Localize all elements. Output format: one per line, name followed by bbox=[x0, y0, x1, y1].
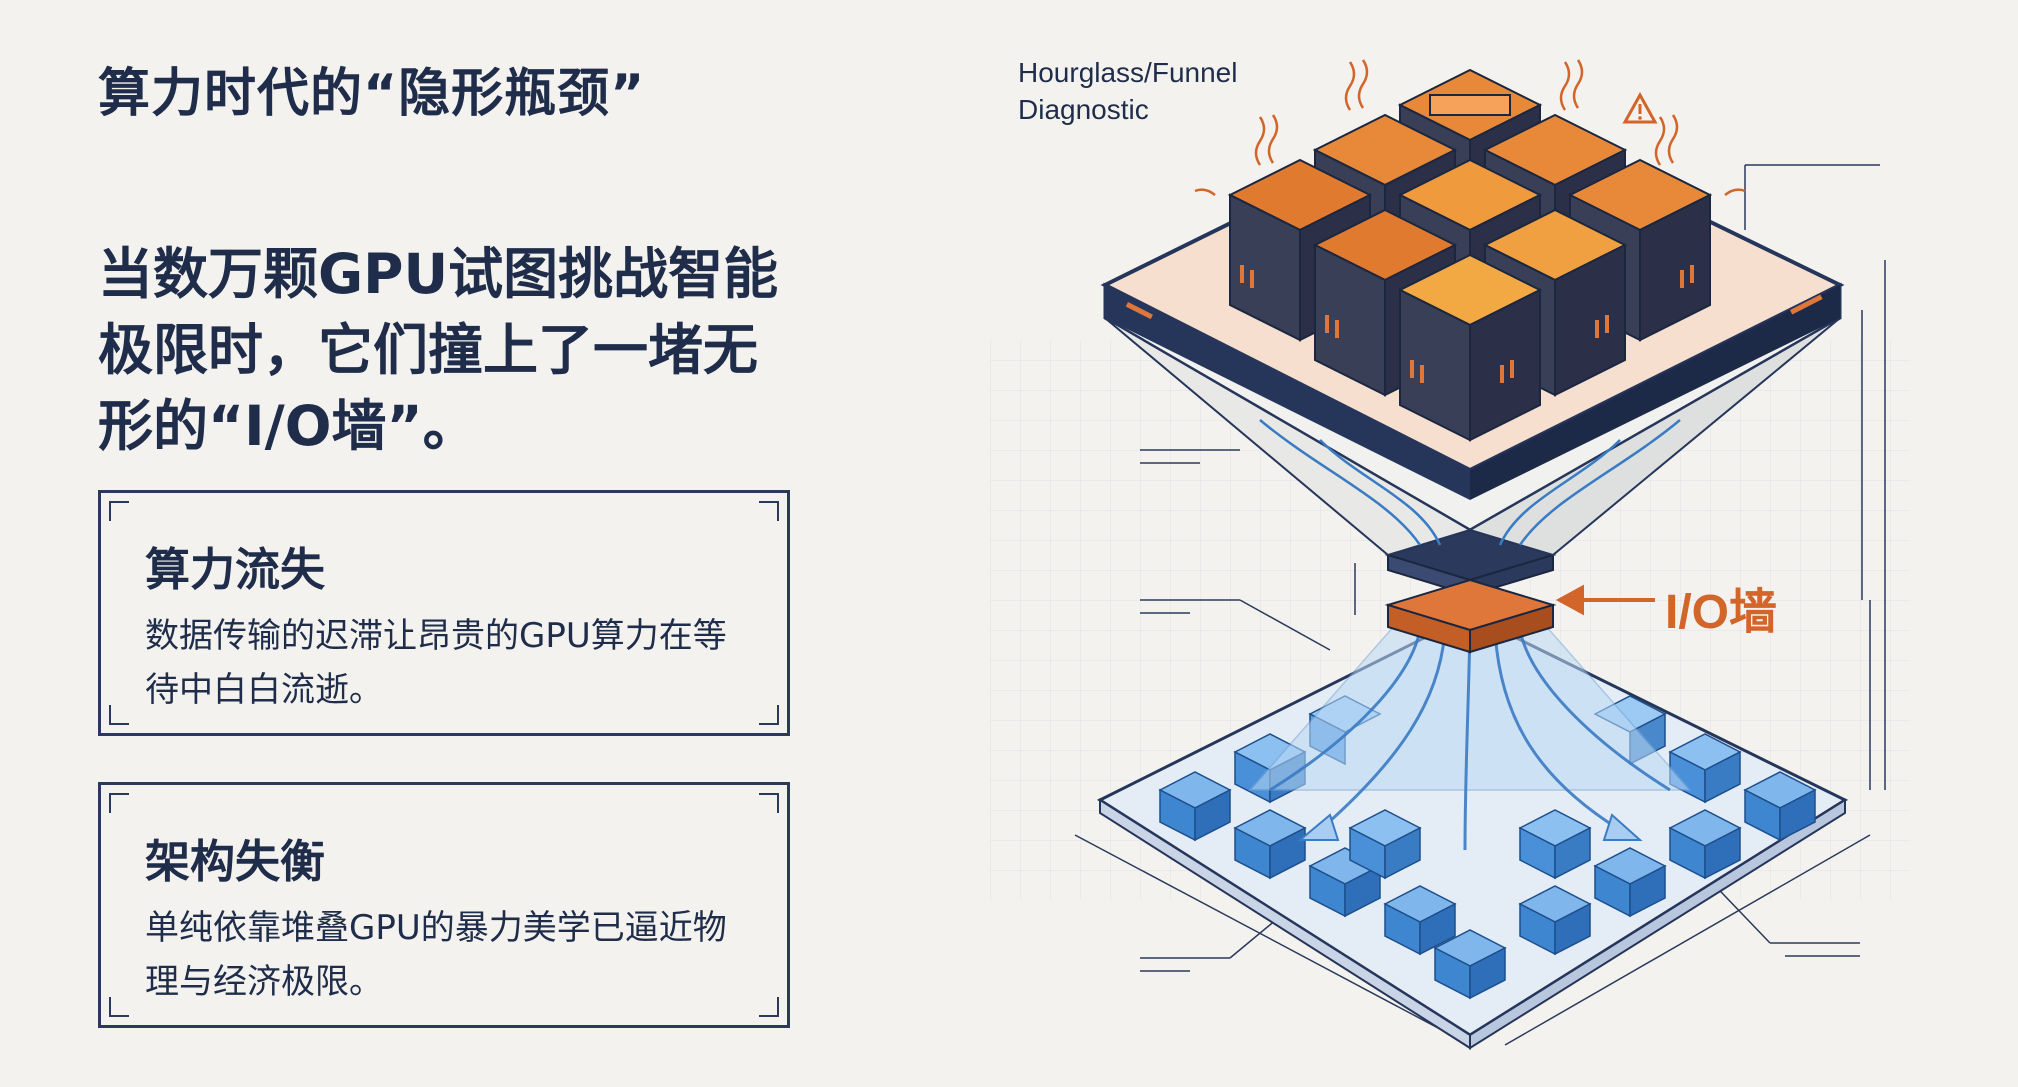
corner-bracket bbox=[759, 501, 779, 521]
corner-bracket bbox=[109, 997, 129, 1017]
left-panel: 算力时代的“隐形瓶颈” 当数万颗GPU试图挑战智能极限时，它们撞上了一堵无形的“… bbox=[98, 56, 798, 464]
info-card-architecture-imbalance: 架构失衡 单纯依靠堆叠GPU的暴力美学已逼近物理与经济极限。 bbox=[98, 782, 790, 1028]
corner-bracket bbox=[109, 793, 129, 813]
page-kicker: 算力时代的“隐形瓶颈” bbox=[98, 64, 646, 124]
upper-funnel-flow bbox=[1259, 419, 1681, 546]
card-title: 架构失衡 bbox=[145, 835, 326, 888]
data-flow-arrows bbox=[1269, 629, 1671, 851]
storage-cube-grid bbox=[1158, 695, 1817, 1000]
dimension-lines bbox=[1074, 164, 1886, 1046]
diagram-label: Hourglass/Funnel Diagnostic bbox=[1018, 57, 1238, 125]
info-card-compute-loss: 算力流失 数据传输的迟滞让昂贵的GPU算力在等待中白白流逝。 bbox=[98, 490, 790, 736]
io-wall-label: I/O墙 bbox=[1665, 586, 1778, 639]
corner-bracket bbox=[759, 997, 779, 1017]
gpu-led-stripes bbox=[1240, 265, 1694, 383]
tray-led bbox=[1790, 294, 1823, 315]
tray-led bbox=[1125, 301, 1153, 320]
warning-triangle-icon bbox=[1622, 91, 1658, 124]
arrow-head bbox=[1297, 813, 1340, 841]
heat-wave-icon bbox=[1194, 59, 1746, 196]
arrow-head bbox=[1602, 813, 1643, 841]
page-headline: 当数万颗GPU试图挑战智能极限时，它们撞上了一堵无形的“I/O墙”。 bbox=[98, 242, 779, 458]
corner-bracket bbox=[759, 705, 779, 725]
corner-bracket bbox=[109, 501, 129, 521]
card-body: 数据传输的迟滞让昂贵的GPU算力在等待中白白流逝。 bbox=[145, 616, 727, 710]
card-title: 算力流失 bbox=[145, 543, 326, 596]
io-wall-pointer bbox=[1555, 584, 1655, 616]
card-body: 单纯依靠堆叠GPU的暴力美学已逼近物理与经济极限。 bbox=[145, 908, 727, 1002]
corner-bracket bbox=[759, 793, 779, 813]
gpu-cube-stack bbox=[1227, 68, 1713, 442]
hourglass-funnel-diagram bbox=[990, 59, 1910, 1050]
corner-bracket bbox=[109, 705, 129, 725]
